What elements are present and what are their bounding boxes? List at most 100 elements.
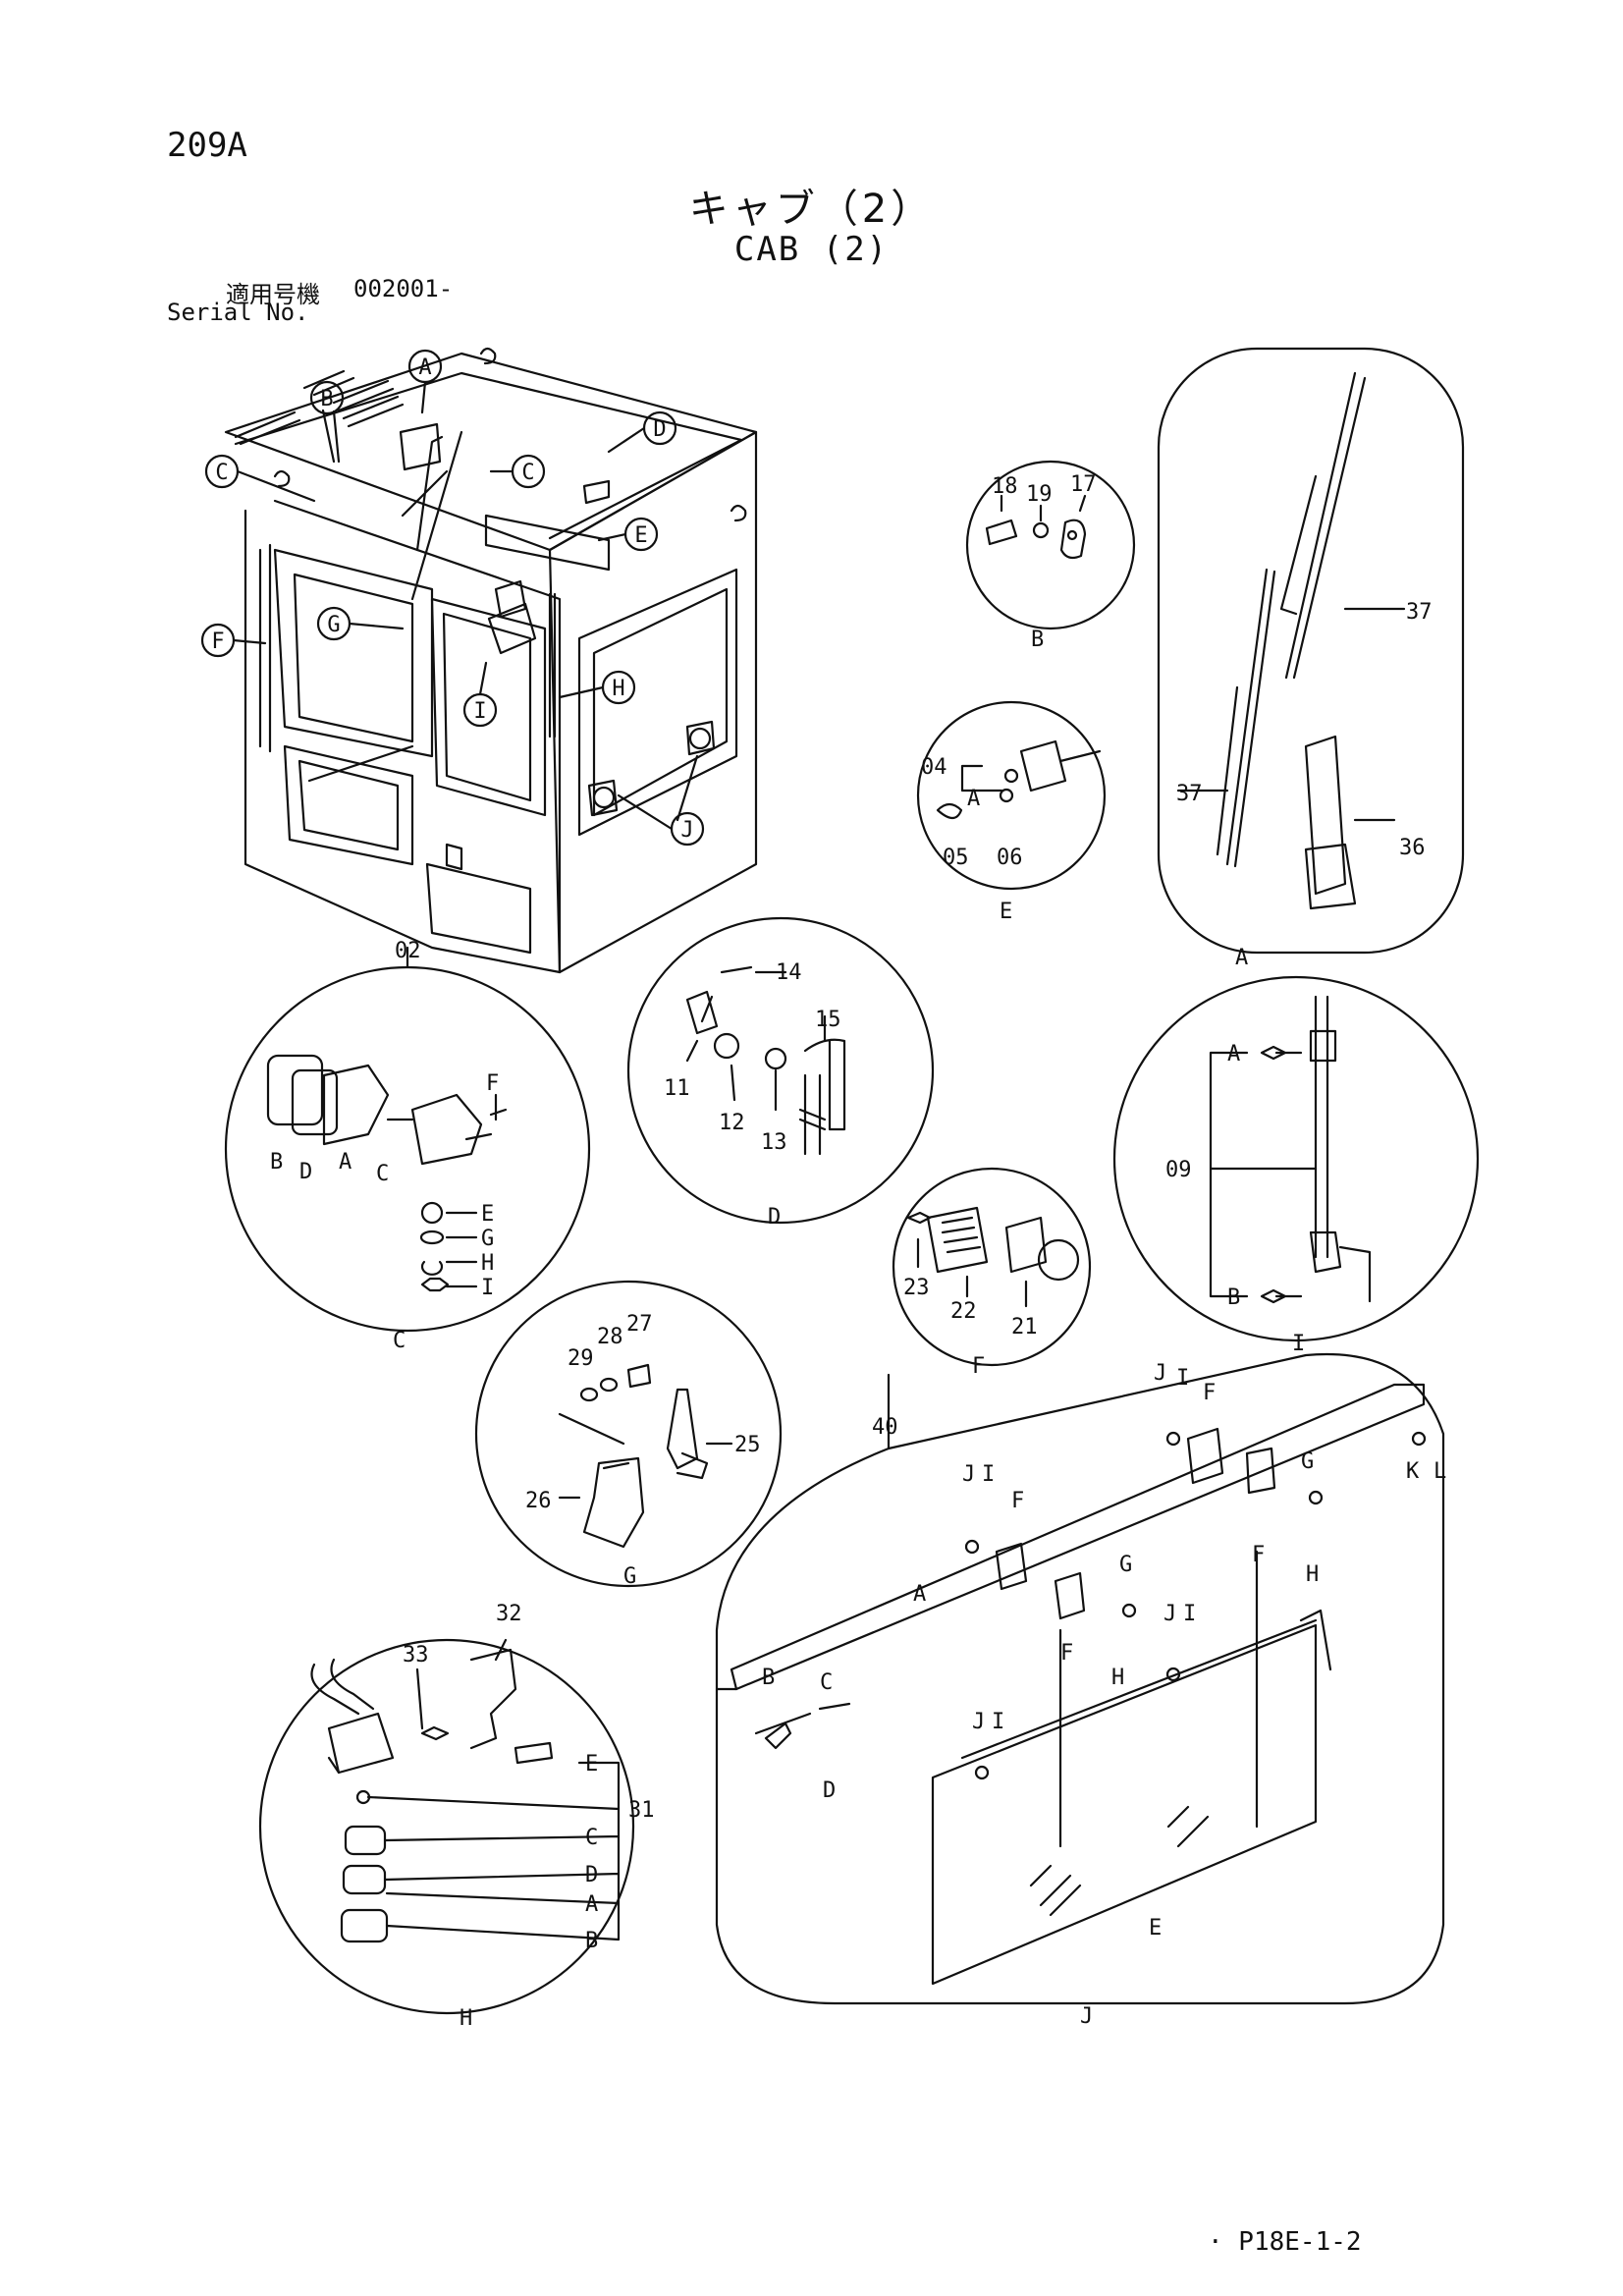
detail-b-callout: 18 — [992, 474, 1018, 499]
detail-e-callout: 06 — [997, 846, 1023, 870]
detail-j-callout: I — [1176, 1366, 1189, 1391]
detail-j-callout: D — [823, 1778, 836, 1803]
detail-g: 29 28 27 25 26 G — [474, 1280, 783, 1589]
detail-e-callout: 04 — [921, 755, 947, 780]
detail-h-callout: C — [585, 1826, 598, 1850]
detail-a: 37 37 36 A — [1157, 347, 1465, 970]
detail-j-callout: F — [1011, 1489, 1024, 1513]
detail-c-callout: C — [376, 1162, 389, 1186]
detail-f-callout: 21 — [1011, 1315, 1038, 1339]
page-title: CAB (2) — [733, 230, 890, 269]
page-number: 209A — [167, 126, 247, 165]
detail-j-callout: A — [913, 1582, 926, 1607]
cab-callout: F — [211, 629, 224, 654]
detail-c-callout: 02 — [395, 939, 421, 963]
detail-b-callout: 19 — [1026, 482, 1053, 507]
detail-j-callout: E — [1149, 1916, 1162, 1941]
detail-a-callout: 36 — [1399, 836, 1426, 860]
detail-h-callout: B — [585, 1929, 598, 1953]
detail-j-callout: J — [972, 1710, 985, 1734]
detail-c-callout: G — [481, 1227, 494, 1251]
detail-e-callout: 05 — [943, 846, 969, 870]
detail-h-callout: E — [585, 1752, 598, 1777]
detail-j-callout: G — [1119, 1553, 1132, 1577]
detail-f-callout: 23 — [903, 1276, 930, 1300]
detail-h: 33 32 E 31 C D A B H — [258, 1602, 655, 2031]
detail-d-callout: 15 — [815, 1008, 841, 1032]
detail-c-callout: A — [339, 1150, 352, 1175]
detail-d: 14 15 11 12 13 D — [626, 916, 935, 1230]
detail-g-callout: 28 — [597, 1325, 623, 1349]
detail-h-callout: 33 — [403, 1643, 429, 1667]
page-reference: · P18E-1-2 — [1208, 2227, 1362, 2257]
detail-i-callout: A — [1227, 1042, 1240, 1066]
detail-f-callout: F — [972, 1354, 985, 1379]
cab-callout: H — [612, 677, 624, 701]
serial-label-japanese: 適用号機 — [226, 281, 320, 308]
detail-c-callout: D — [299, 1160, 312, 1184]
detail-j-callout: I — [982, 1462, 995, 1487]
detail-j-callout: H — [1111, 1666, 1124, 1690]
detail-a-callout: 37 — [1176, 782, 1203, 806]
detail-h-callout: 32 — [496, 1602, 522, 1626]
detail-d-callout: 11 — [664, 1076, 690, 1101]
detail-j-callout: F — [1203, 1381, 1216, 1405]
detail-g-callout: 25 — [734, 1433, 761, 1457]
cab-callout: E — [634, 523, 647, 548]
detail-j-callout: G — [1301, 1449, 1314, 1474]
detail-h-callout: A — [585, 1892, 598, 1917]
detail-d-callout: 14 — [776, 960, 802, 985]
detail-f-callout: 22 — [950, 1299, 977, 1324]
detail-i-callout: I — [1292, 1332, 1305, 1356]
detail-j-callout: 40 — [872, 1415, 898, 1440]
detail-h-callout: H — [460, 2006, 472, 2031]
detail-d-callout: D — [768, 1205, 781, 1230]
detail-c-callout: H — [481, 1251, 494, 1276]
detail-a-callout: 37 — [1406, 600, 1433, 625]
detail-g-callout: 29 — [568, 1346, 594, 1371]
cab-callout: J — [680, 818, 693, 843]
cab-callout: C — [521, 461, 534, 485]
detail-c: 02 F B D A C E G H I C — [224, 939, 591, 1353]
detail-j-callout: J — [1080, 2004, 1093, 2029]
detail-g-callout: 27 — [626, 1312, 653, 1337]
detail-j-callout: J — [962, 1462, 975, 1487]
detail-j-callout: I — [1183, 1602, 1196, 1626]
detail-f: 23 22 21 F — [892, 1167, 1092, 1379]
cab-callout: I — [473, 699, 486, 724]
cab-callout: B — [320, 387, 333, 411]
detail-c-callout: E — [481, 1202, 494, 1227]
detail-j-callout: C — [820, 1670, 833, 1695]
detail-c-callout: C — [393, 1329, 406, 1353]
detail-j-callout: H — [1306, 1562, 1319, 1587]
detail-b-callout: 17 — [1070, 472, 1097, 497]
detail-j-callout: K — [1406, 1459, 1420, 1484]
detail-j-callout: I — [992, 1710, 1004, 1734]
detail-b: 18 19 17 B — [965, 460, 1136, 652]
serial-label: Serial No. — [167, 299, 309, 326]
detail-j-callout: F — [1252, 1543, 1265, 1567]
detail-j-callout: L — [1434, 1459, 1446, 1484]
detail-e-callout: E — [1000, 900, 1012, 924]
detail-e-callout: A — [967, 787, 980, 811]
detail-a-callout: A — [1235, 946, 1248, 970]
detail-j-callout: J — [1163, 1602, 1176, 1626]
cab-callout: D — [653, 417, 666, 442]
detail-d-callout: 12 — [719, 1111, 745, 1135]
cab-callout: A — [418, 355, 431, 380]
cab-callout: C — [215, 461, 228, 485]
detail-g-callout: G — [623, 1564, 636, 1589]
cab-overview: A B C C D E F G H I J — [200, 347, 758, 974]
detail-g-callout: 26 — [525, 1489, 552, 1513]
detail-d-callout: 13 — [761, 1130, 787, 1155]
cab-callout: G — [327, 613, 340, 637]
detail-j: 40 J I F K L G F H J I F G F H J I A C B… — [715, 1352, 1446, 2029]
detail-c-callout: F — [486, 1071, 499, 1096]
detail-h-callout: D — [585, 1863, 598, 1887]
detail-c-callout: I — [481, 1276, 494, 1300]
detail-b-callout: B — [1031, 628, 1044, 652]
detail-i-callout: 09 — [1165, 1158, 1192, 1182]
serial-number-value: 002001- — [353, 275, 454, 302]
detail-i: A 09 B I — [1112, 975, 1480, 1356]
